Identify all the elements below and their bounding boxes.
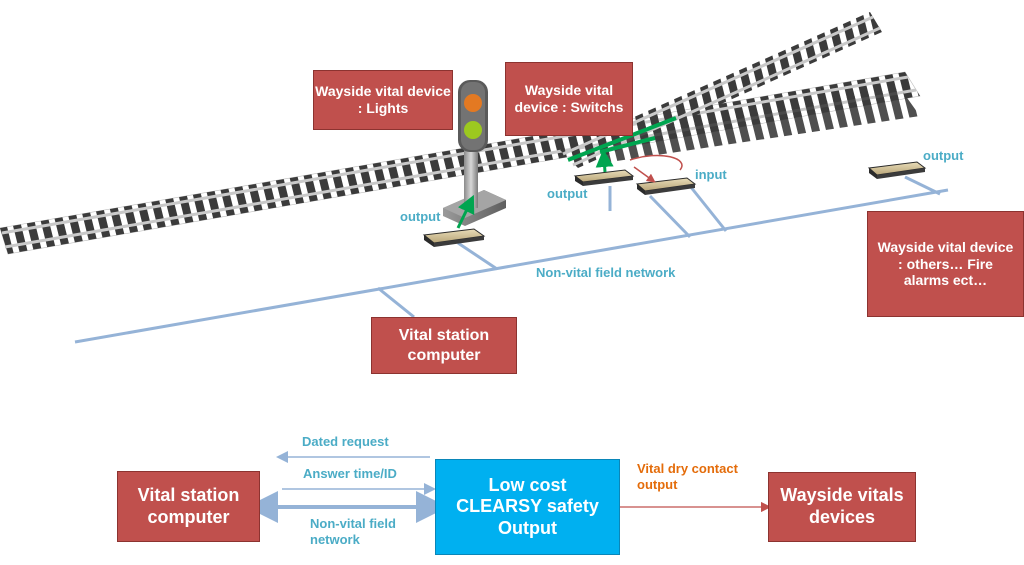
input-arrow-switch — [629, 154, 683, 171]
trackside-box-icon — [573, 169, 635, 186]
trackside-box-icon — [867, 161, 927, 179]
label-non-vital-network: Non-vital field network — [536, 265, 676, 280]
box-wayside-others-text: Wayside vital device : others… Fire alar… — [877, 238, 1014, 289]
railway-track-icon — [600, 88, 920, 162]
switch-blade — [567, 116, 677, 162]
box-wayside-others: Wayside vital device : others… Fire alar… — [867, 211, 1024, 317]
output-arrow-lights — [456, 194, 475, 229]
label-dated-request: Dated request — [302, 434, 389, 449]
label-input-switch: input — [695, 167, 727, 182]
output-arrow-switch — [595, 149, 614, 173]
box-wayside-lights: Wayside vital device : Lights — [313, 70, 453, 130]
label-output-others: output — [923, 148, 964, 163]
box-clearsy-safety-output-text: Low cost CLEARSY safety Output — [456, 474, 599, 538]
label-output-lights: output — [400, 209, 441, 224]
box-wayside-vitals-devices: Wayside vitals devices — [768, 472, 916, 542]
box-wayside-lights-text: Wayside vital device : Lights — [315, 83, 451, 116]
label-output-switch: output — [547, 186, 588, 201]
box-vital-station-top-text: Vital station computer — [398, 327, 490, 364]
label-vital-dry-contact: Vital dry contact output — [637, 461, 738, 492]
non-vital-network-lines — [74, 175, 949, 344]
traffic-signal-icon — [443, 80, 506, 226]
label-non-vital-field-network: Non-vital field network — [310, 516, 396, 547]
box-vital-station-top: Vital station computer — [371, 317, 517, 374]
trackside-box-icon — [422, 228, 486, 247]
box-vital-station-bottom: Vital station computer — [117, 471, 260, 542]
trackside-box-icon — [635, 177, 697, 195]
box-wayside-switchs: Wayside vital device : Switchs — [505, 62, 633, 136]
label-answer-time-id: Answer time/ID — [303, 466, 397, 481]
box-wayside-switchs-text: Wayside vital device : Switchs — [514, 82, 624, 115]
box-wayside-vitals-devices-text: Wayside vitals devices — [780, 485, 904, 527]
box-vital-station-bottom-text: Vital station computer — [137, 484, 240, 527]
box-clearsy-safety-output: Low cost CLEARSY safety Output — [435, 459, 620, 555]
